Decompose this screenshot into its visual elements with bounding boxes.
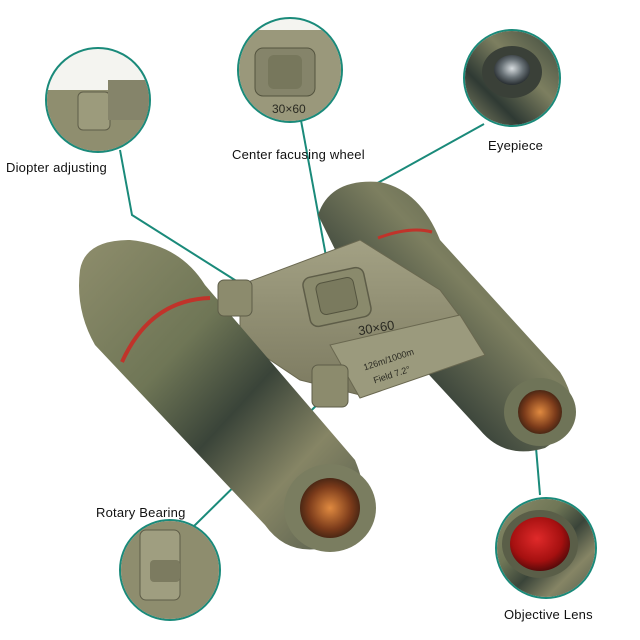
left-objective-lens xyxy=(300,478,360,538)
bridge-lower-plate xyxy=(329,314,486,399)
left-red-ring xyxy=(120,296,211,363)
left-barrel xyxy=(79,240,364,550)
callout-center-wheel: 30×60 xyxy=(237,17,343,123)
callout-objective xyxy=(495,497,597,599)
callout-wheel-marking: 30×60 xyxy=(272,102,306,116)
right-objective-lens xyxy=(518,390,562,434)
label-diopter-adjusting: Diopter adjusting xyxy=(6,160,107,175)
label-objective-lens: Objective Lens xyxy=(504,607,593,622)
wheel-grip xyxy=(315,277,359,316)
binoculars-body: 30×60 126m/1000m Field 7.2° xyxy=(79,181,576,552)
leader-center xyxy=(299,114,331,279)
label-eyepiece: Eyepiece xyxy=(488,138,544,153)
callout-rotary xyxy=(119,519,221,621)
right-red-ring xyxy=(377,228,433,240)
leader-diopter xyxy=(119,149,239,283)
diopter-ring xyxy=(217,279,253,317)
callout-eyepiece xyxy=(463,29,561,127)
bridge-model-text: 30×60 xyxy=(357,317,396,338)
label-rotary-bearing: Rotary Bearing xyxy=(96,505,186,520)
rotary-bearing-hinge xyxy=(311,364,349,408)
callout-diopter xyxy=(45,47,151,153)
label-center-wheel: Center facusing wheel xyxy=(232,147,365,162)
